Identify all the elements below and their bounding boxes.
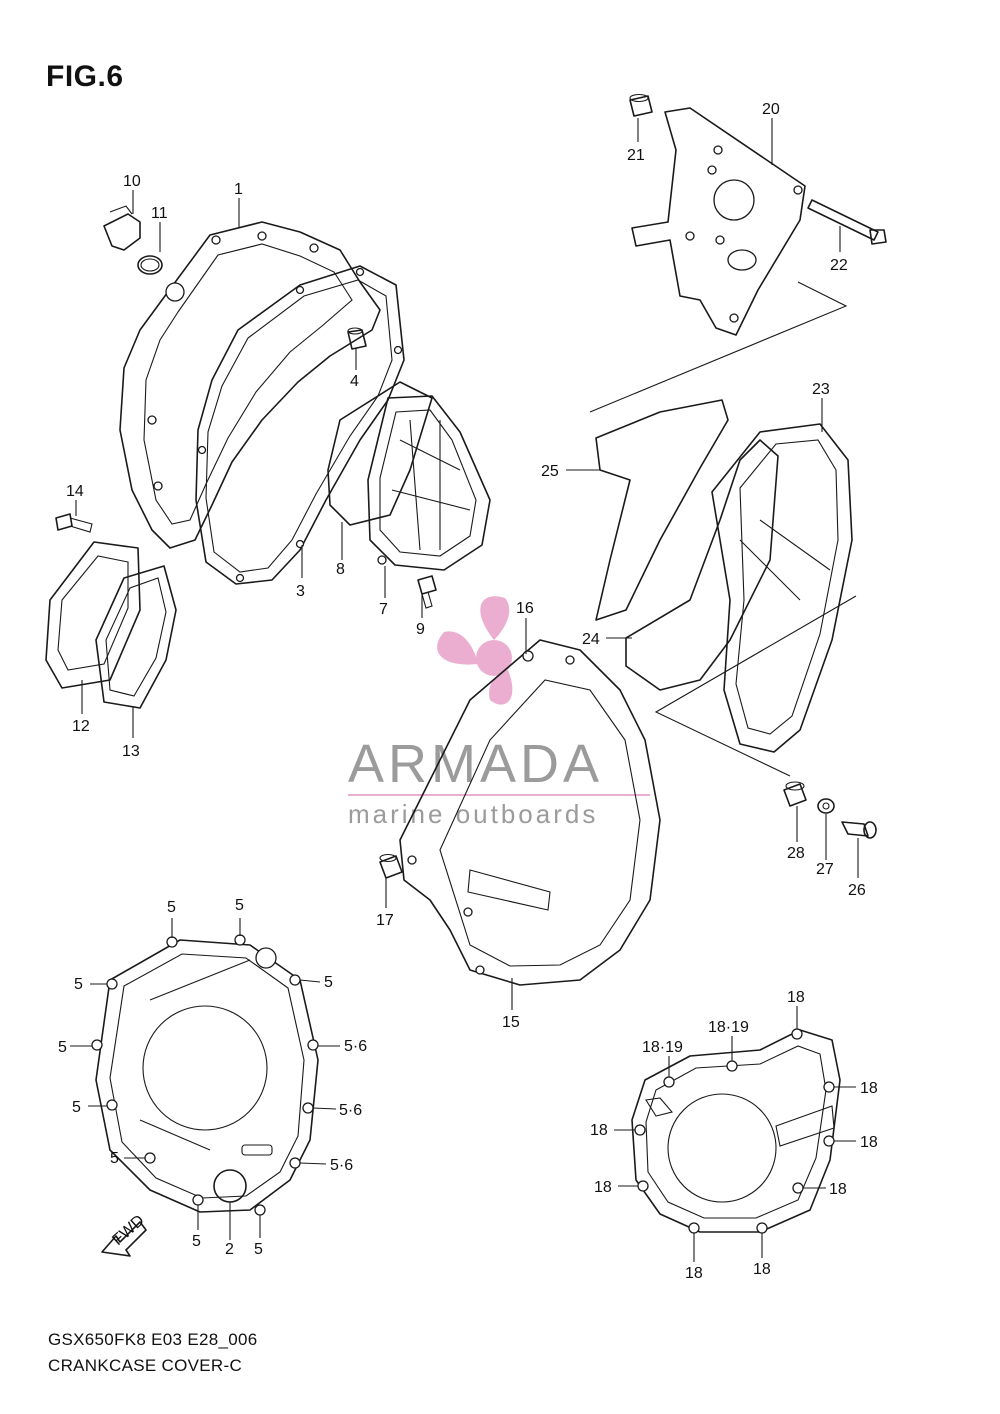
part-21-bush — [629, 93, 653, 117]
part-7-ribbed-cover — [367, 395, 491, 571]
callout-10: 10 — [123, 173, 141, 190]
part-22-bolt — [807, 199, 887, 245]
fwd-arrow-icon: FWD — [101, 1212, 148, 1257]
part-28-grommet — [783, 781, 807, 807]
callout-3: 3 — [296, 583, 305, 600]
callout-5-6: 5·6 — [330, 1157, 353, 1174]
part-10-filler-plug — [103, 205, 141, 251]
callout-5-6: 5·6 — [344, 1038, 367, 1055]
callout-5: 5 — [235, 897, 244, 914]
part-generator-cover-assembly — [631, 1028, 841, 1234]
watermark-brand: ARMADA — [348, 734, 603, 794]
figure-title: FIG.6 — [46, 60, 124, 93]
callout-18-19: 18·19 — [642, 1039, 683, 1056]
callout-5: 5 — [192, 1233, 201, 1250]
assembly-name: CRANKCASE COVER-C — [48, 1356, 243, 1375]
callout-13: 13 — [122, 743, 140, 760]
model-code: GSX650FK8 E03 E28_006 — [48, 1330, 258, 1349]
callout-labels: 1 10 11 4 3 8 7 9 14 12 13 20 21 22 23 2… — [58, 101, 878, 1282]
callout-22: 22 — [830, 257, 848, 274]
callout-18: 18 — [685, 1265, 703, 1282]
part-2-clutch-cover-assembly — [91, 934, 319, 1216]
callout-20: 20 — [762, 101, 780, 118]
callout-24: 24 — [582, 631, 600, 648]
watermark-tagline: marine outboards — [348, 799, 598, 829]
part-27-washer — [817, 798, 835, 814]
callout-18-19: 18·19 — [708, 1019, 749, 1036]
callout-11: 11 — [151, 205, 168, 222]
callout-1: 1 — [234, 181, 243, 198]
callout-5: 5 — [167, 899, 176, 916]
part-17-dowel — [379, 853, 403, 879]
callout-12: 12 — [72, 718, 90, 735]
leader-lines — [70, 118, 859, 1262]
callout-25: 25 — [541, 463, 559, 480]
part-23-sprocket-cover — [711, 423, 853, 753]
part-3-gasket — [195, 265, 405, 585]
callout-5: 5 — [72, 1099, 81, 1116]
callout-27: 27 — [816, 861, 834, 878]
callout-18: 18 — [594, 1179, 612, 1196]
callout-18: 18 — [860, 1080, 878, 1097]
part-14-bolt — [55, 513, 93, 533]
callout-21: 21 — [627, 147, 645, 164]
fwd-label: FWD — [109, 1212, 147, 1249]
callout-9: 9 — [416, 621, 425, 638]
callout-7: 7 — [379, 601, 388, 618]
part-1-clutch-cover — [119, 221, 381, 549]
part-9-bolt — [417, 575, 437, 609]
callout-23: 23 — [812, 381, 830, 398]
callout-15: 15 — [502, 1014, 520, 1031]
callout-5: 5 — [324, 974, 333, 991]
callout-28: 28 — [787, 845, 805, 862]
part-8-plate — [327, 381, 433, 526]
part-26-bolt — [841, 821, 877, 839]
part-24-plate — [625, 439, 779, 691]
callout-18: 18 — [590, 1122, 608, 1139]
part-25-plate — [595, 399, 729, 621]
callout-5: 5 — [254, 1241, 263, 1258]
callout-18: 18 — [753, 1261, 771, 1278]
part-4-dowel — [347, 327, 367, 350]
callout-26: 26 — [848, 882, 866, 899]
callout-18: 18 — [829, 1181, 847, 1198]
callout-17: 17 — [376, 912, 394, 929]
callout-2: 2 — [225, 1241, 234, 1258]
callout-5: 5 — [110, 1150, 119, 1167]
callout-18: 18 — [860, 1134, 878, 1151]
callout-4: 4 — [350, 373, 359, 390]
callout-8: 8 — [336, 561, 345, 578]
watermark-logo: ARMADA marine outboards — [348, 596, 650, 829]
part-20-bracket — [631, 107, 806, 336]
part-13-gasket — [95, 565, 177, 709]
callout-14: 14 — [66, 483, 84, 500]
callout-16: 16 — [516, 600, 534, 617]
part-11-o-ring — [137, 255, 163, 275]
callout-5: 5 — [58, 1039, 67, 1056]
callout-18: 18 — [787, 989, 805, 1006]
callout-5: 5 — [74, 976, 83, 993]
part-12-cover — [45, 541, 141, 689]
callout-5-6: 5·6 — [339, 1102, 362, 1119]
